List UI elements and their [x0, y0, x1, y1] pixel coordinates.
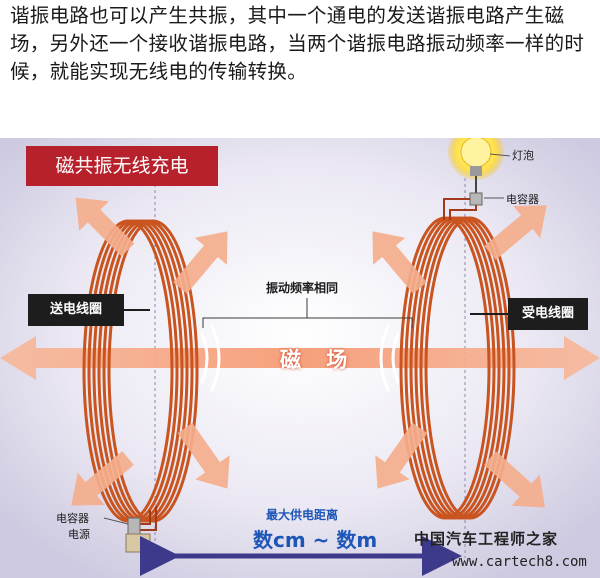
intro-paragraph: 谐振电路也可以产生共振，其中一个通电的发送谐振电路产生磁场，另外还一个接收谐振电… — [10, 4, 585, 83]
field-arrows — [71, 197, 547, 508]
field-arrow — [177, 422, 230, 489]
field-arrow — [71, 451, 134, 506]
power-source-label: 电源 — [68, 528, 90, 541]
power-source-box — [125, 533, 151, 553]
diagram-graphic — [0, 138, 600, 578]
watermark-url: www.cartech8.com — [452, 554, 587, 570]
field-arrow — [484, 205, 547, 260]
wireless-charging-diagram: 磁共振无线充电 送电线圈 受电线圈 振动频率相同 磁 场 灯泡 电容器 电容器 … — [0, 138, 600, 578]
resonance-waves-right — [379, 324, 400, 392]
field-arrow — [375, 422, 428, 489]
receiver-capacitor-label: 电容器 — [506, 193, 539, 206]
magnetic-field-beam — [0, 336, 600, 380]
watermark-text: 中国汽车工程师之家 — [414, 530, 559, 548]
diagram-title: 磁共振无线充电 — [26, 146, 218, 186]
field-arrow — [483, 451, 545, 508]
transmit-coil-label: 送电线圈 — [28, 294, 124, 326]
transmitter-capacitor-label: 电容器 — [56, 512, 89, 525]
field-arrow — [372, 231, 427, 294]
transmitter-capacitor — [103, 506, 157, 535]
resonance-waves-left — [200, 324, 221, 392]
distance-range: 数cm ~ 数m — [253, 528, 378, 552]
receiver-capacitor — [443, 176, 504, 220]
bulb-label: 灯泡 — [512, 149, 534, 162]
field-arrow — [75, 197, 135, 257]
frequency-bracket — [202, 298, 413, 328]
receive-coil-label: 受电线圈 — [508, 298, 588, 330]
magnetic-field-label: 磁 场 — [280, 348, 357, 372]
field-arrow — [173, 231, 228, 294]
light-bulb — [448, 138, 511, 180]
same-frequency-label: 振动频率相同 — [266, 281, 339, 295]
max-distance-label: 最大供电距离 — [266, 508, 339, 522]
